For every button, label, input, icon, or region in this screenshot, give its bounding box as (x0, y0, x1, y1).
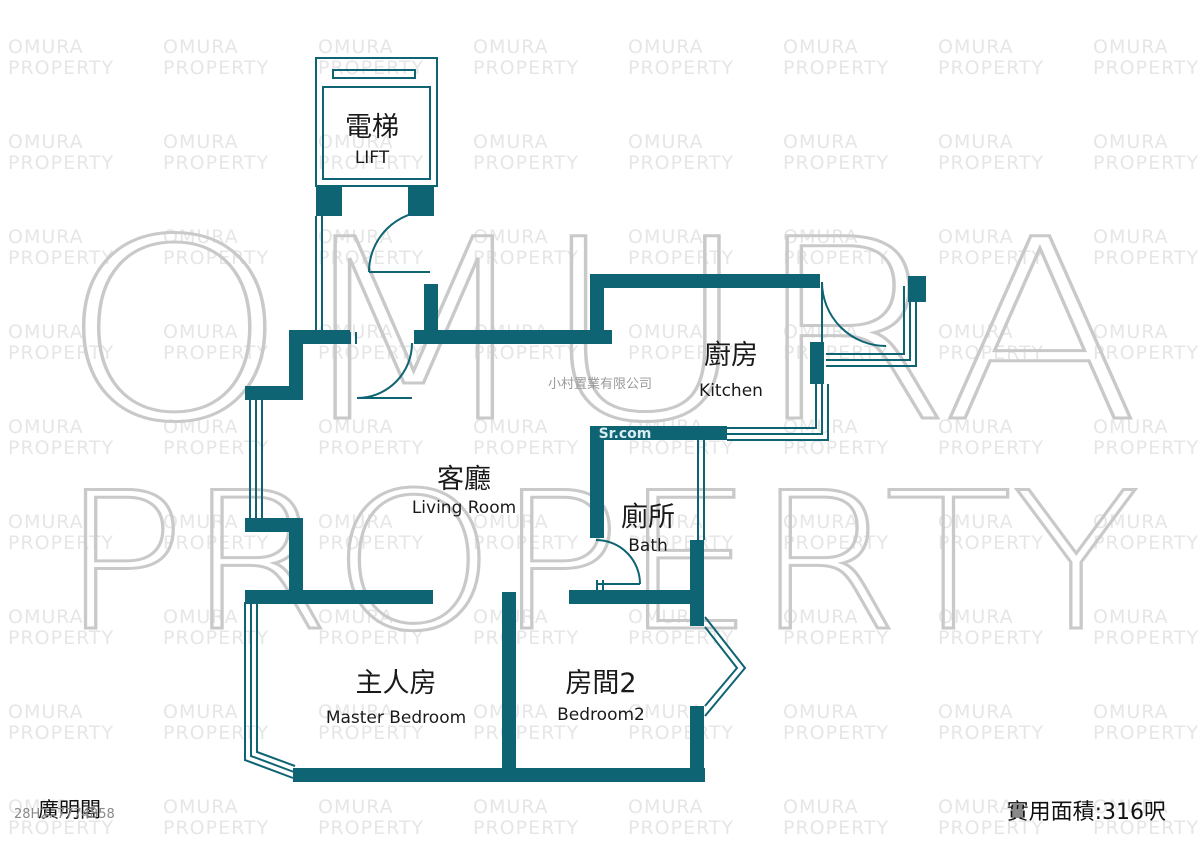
company-watermark: 小村置業有限公司 (548, 376, 652, 392)
living-room-label-en: Living Room (412, 498, 516, 518)
master-bedroom-label-zh: 主人房 (356, 668, 437, 699)
window-lines (244, 216, 917, 779)
kitchen-label-zh: 廚房 (704, 340, 758, 371)
living-room-label-zh: 客廳 (437, 464, 491, 495)
building-name: 廣明閣 (38, 798, 101, 822)
kitchen-label-en: Kitchen (699, 381, 763, 401)
lift-shaft (315, 57, 438, 187)
bath-label-en: Bath (628, 536, 668, 556)
bedroom2-label-zh: 房間2 (565, 668, 636, 699)
lift-label-en: LIFT (355, 148, 390, 168)
reference-number: 28H2..7774858 (14, 807, 115, 822)
site-watermark: Sr.com (599, 426, 652, 442)
lift-label-zh: 電梯 (345, 112, 399, 143)
master-bedroom-label-en: Master Bedroom (326, 708, 466, 728)
walls (245, 274, 926, 782)
usable-area: 實用面積:316呎 (1006, 800, 1166, 825)
bath-label-zh: 廁所 (621, 502, 675, 533)
door-swings (356, 210, 887, 585)
lift-jamb-left (316, 186, 342, 216)
bedroom2-label-en: Bedroom2 (557, 705, 645, 725)
